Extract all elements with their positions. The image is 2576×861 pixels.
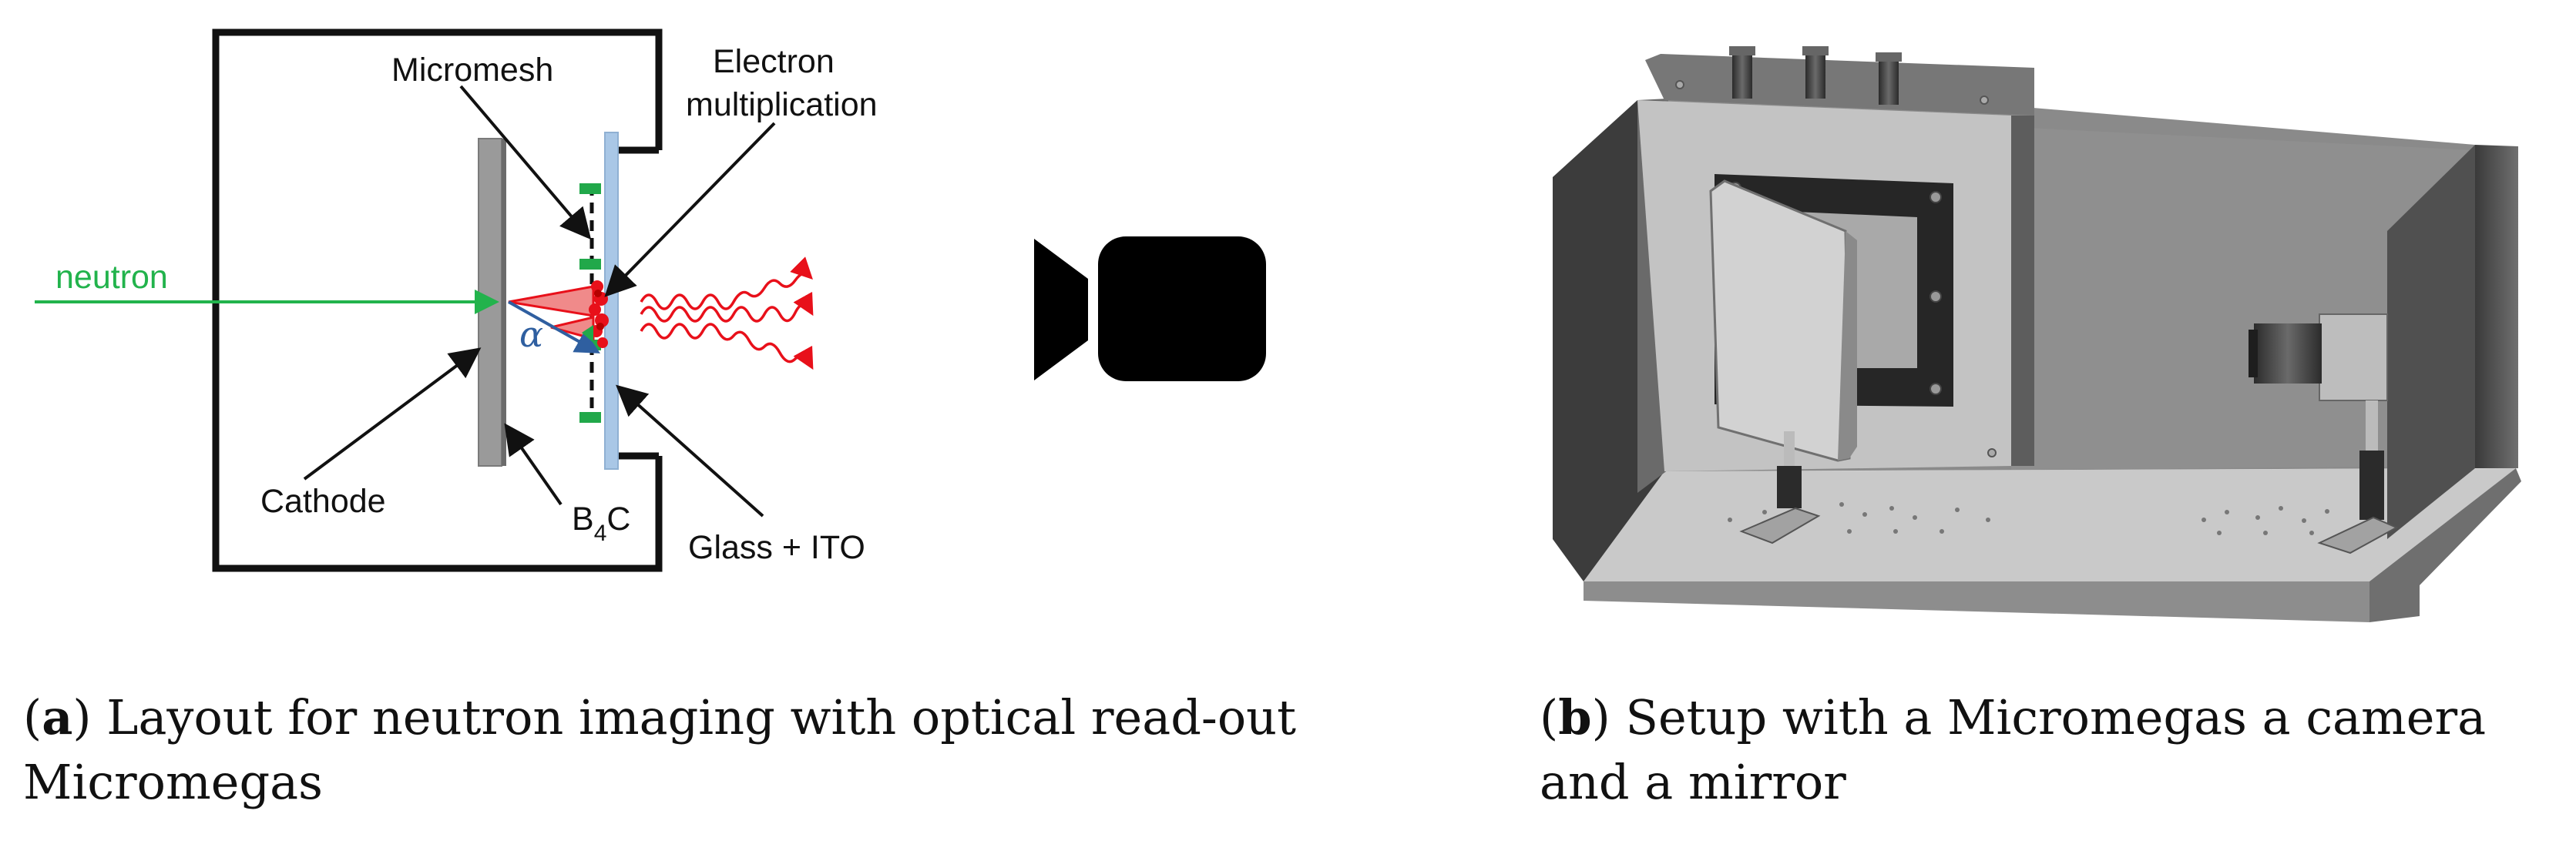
emitted-light (640, 256, 814, 370)
mesh-support (579, 183, 601, 194)
base-plate-edge-front (1584, 581, 2369, 622)
glass-ito-label: Glass + ITO (688, 529, 865, 566)
camera-lens (2254, 323, 2322, 384)
caption-b-letter: b (1558, 689, 1592, 745)
right-wall-face (2387, 145, 2475, 539)
base-plate-edge-right (2369, 468, 2521, 622)
b4c-label-subscript: 4 (594, 521, 607, 546)
electron-label-line1: Electron (713, 43, 835, 80)
bnc-connectors (1729, 46, 1902, 105)
panel-screws (1675, 80, 1997, 457)
caption-a-text: Layout for neutron imaging with optical … (23, 689, 1296, 810)
b4c-pointer (504, 423, 563, 506)
micromesh-pointer (459, 85, 592, 240)
cathode-label: Cathode (260, 483, 386, 520)
alpha-label: α (519, 313, 543, 355)
mesh-support (579, 412, 601, 423)
micromesh-label: Micromesh (391, 52, 553, 89)
caption-a-letter: a (42, 689, 73, 745)
mirror-post-holder (1777, 466, 1802, 508)
b4c-label-tail: C (606, 501, 630, 538)
caption-b: (b) Setup with a Micromegas a camera and… (1540, 689, 2487, 810)
caption-b-text: Setup with a Micromegas a camera and a m… (1540, 689, 2487, 810)
right-wall-outer (2475, 145, 2518, 468)
cathode-pointer (303, 347, 482, 481)
detector-right-edge (2011, 116, 2034, 466)
video-camera-icon (1034, 236, 1266, 381)
mesh-support (579, 259, 601, 270)
setup-render (1553, 46, 2521, 622)
mirror-plate (1709, 179, 1851, 462)
caption-a: (a) Layout for neutron imaging with opti… (23, 689, 1296, 810)
camera-post-holder (2359, 451, 2384, 520)
mirror-edge (1838, 231, 1857, 461)
mirror-base-clamp (1739, 507, 1821, 544)
b4c-layer (502, 139, 506, 466)
camera-base-clamp (2317, 516, 2399, 554)
camera-post (2366, 400, 2378, 462)
camera-lens-ring (2249, 330, 2258, 377)
ionization-cone (508, 285, 595, 317)
electron-multiplication-pointer (604, 122, 776, 297)
glass-ito-pointer (616, 384, 764, 518)
table-holes (1728, 502, 2329, 535)
detector-schematic: neutron α Micromesh Electron multiplicat (35, 28, 878, 572)
base-plate-top (1584, 468, 2516, 581)
b4c-label-main: B (572, 501, 594, 538)
electron-label-line2: multiplication (686, 86, 878, 123)
camera-body (2319, 313, 2388, 401)
alpha-track (508, 300, 600, 353)
avalanche-spot (582, 325, 593, 343)
neutron-label: neutron (55, 259, 168, 296)
b4c-label: B4C (572, 501, 630, 546)
left-wall-outer (1553, 100, 1664, 581)
